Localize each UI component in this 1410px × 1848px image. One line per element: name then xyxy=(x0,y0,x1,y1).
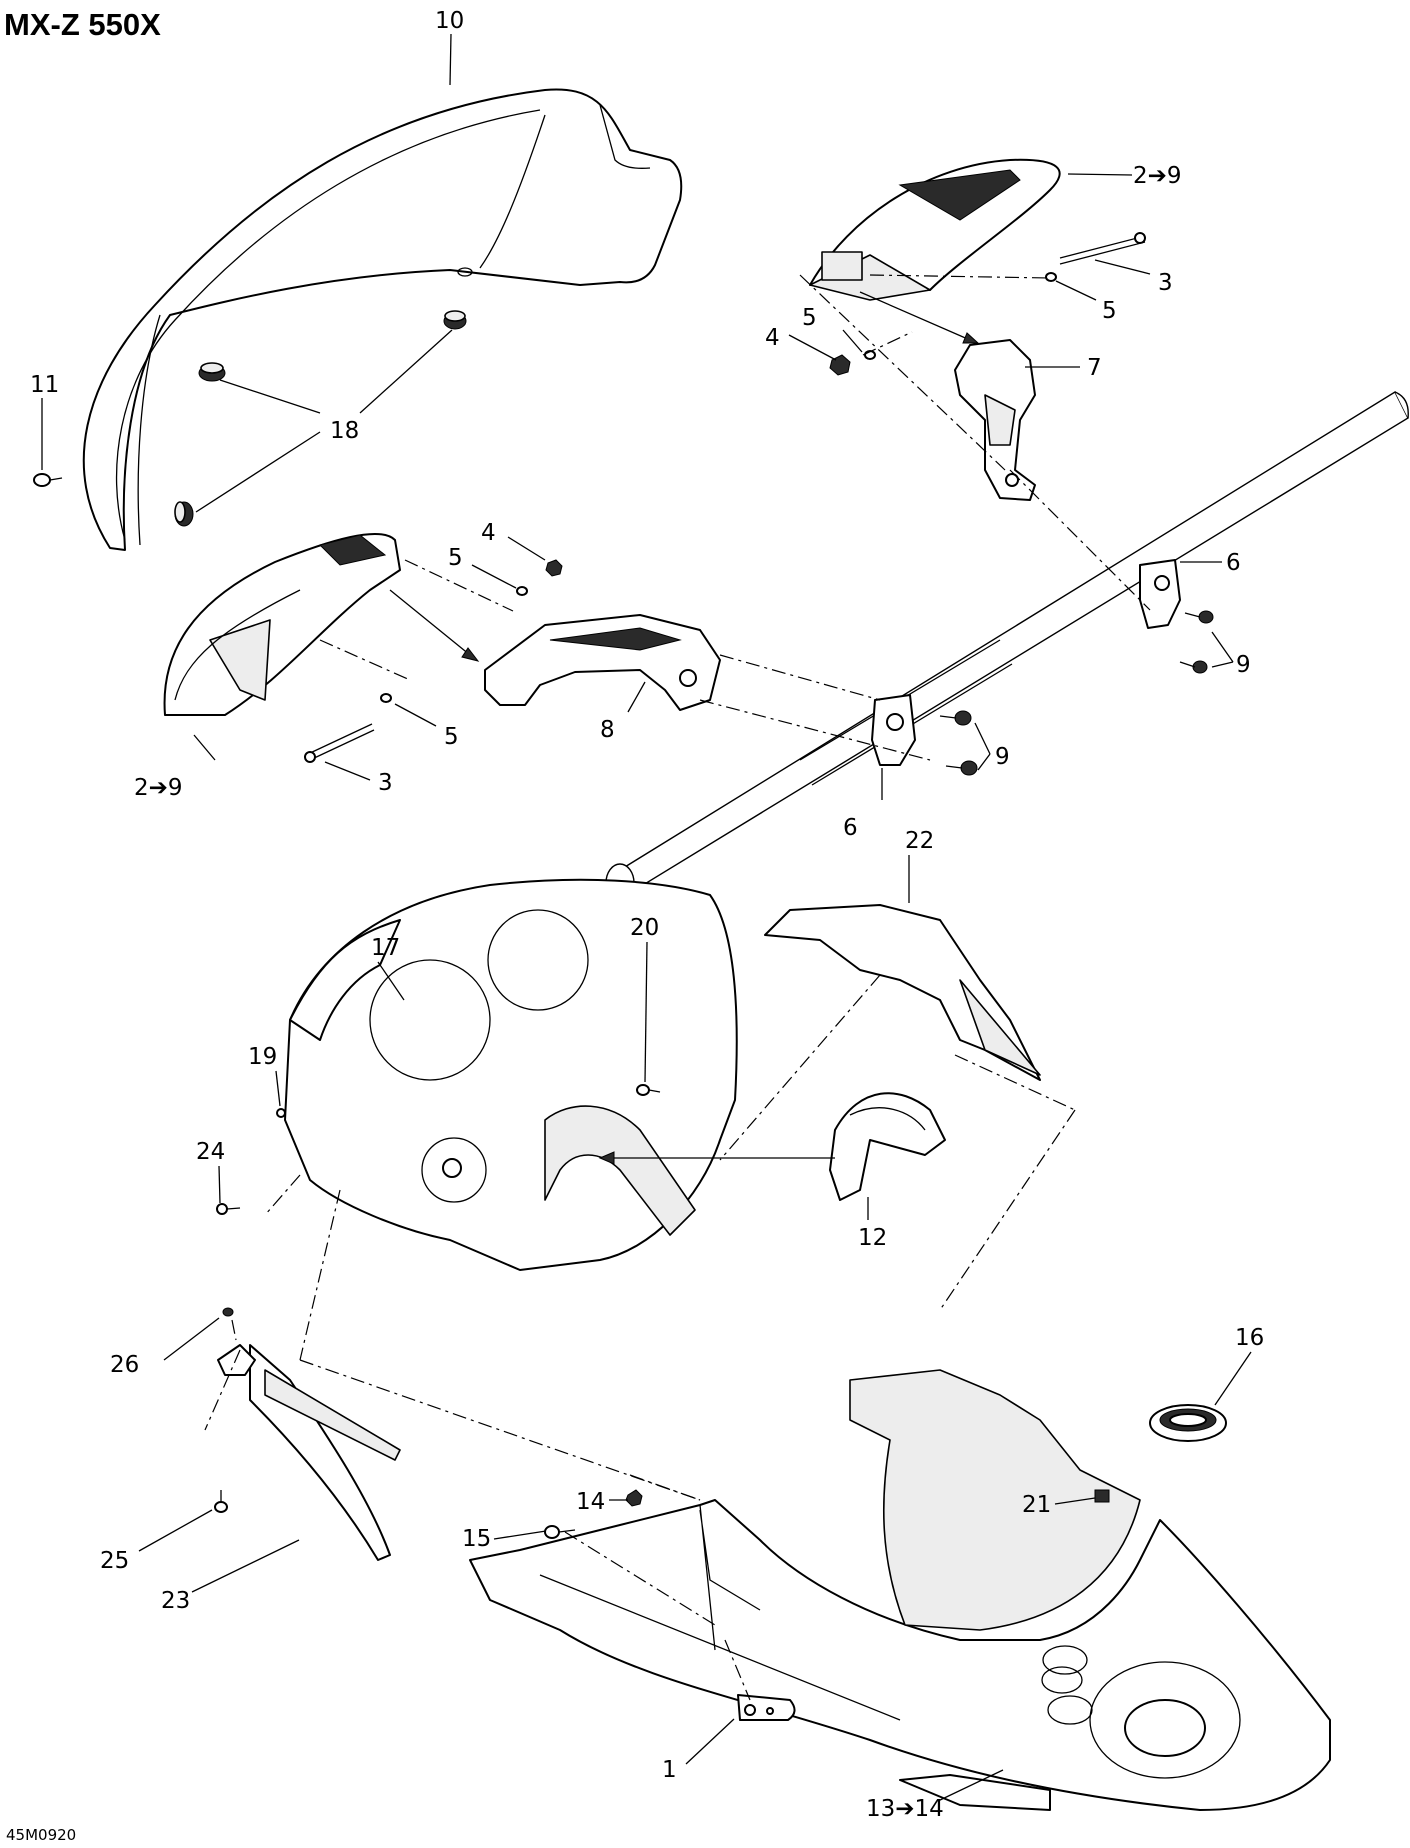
callout-22: 22 xyxy=(905,828,934,854)
callout-17: 17 xyxy=(371,935,400,961)
assembly-arrows xyxy=(389,291,980,1165)
diagram-title: MX-Z 550X xyxy=(4,7,161,42)
mirror-housing-left xyxy=(163,533,401,716)
callout-11: 11 xyxy=(30,372,59,398)
bolts-part-9-mid xyxy=(939,710,978,776)
bolt-part-3-top xyxy=(1059,232,1146,265)
cover-part-13 xyxy=(899,1774,1051,1811)
screw-part-25 xyxy=(214,1490,228,1513)
callout-9-right: 9 xyxy=(1236,652,1251,678)
grommet-part-18 xyxy=(174,310,467,527)
assembly-lines xyxy=(204,274,1151,1701)
callout-5-mid-bottom: 5 xyxy=(444,724,459,750)
callout-5-top-left: 5 xyxy=(802,305,817,331)
bracket-part-26 xyxy=(217,1344,256,1376)
callout-4-mid: 4 xyxy=(481,520,496,546)
nut-part-4-mid xyxy=(545,559,563,577)
callout-2to9-top: 2➔9 xyxy=(1133,163,1182,189)
drawing-code: 45M0920 xyxy=(6,1826,76,1844)
callout-9-mid: 9 xyxy=(995,744,1010,770)
callout-5-top-right: 5 xyxy=(1102,298,1117,324)
callout-13to14: 13➔14 xyxy=(866,1796,944,1822)
callout-1: 1 xyxy=(662,1757,677,1783)
callout-7: 7 xyxy=(1087,355,1102,381)
callouts: 10 2➔9 3 5 5 4 7 11 18 4 5 6 9 5 8 3 2➔9… xyxy=(30,8,1264,1822)
callout-16: 16 xyxy=(1235,1325,1264,1351)
cover-part-22 xyxy=(764,904,1041,1081)
callout-19: 19 xyxy=(248,1044,277,1070)
leader-lines xyxy=(41,33,1252,1802)
callout-25: 25 xyxy=(100,1548,129,1574)
washer-part-5-mid-top xyxy=(516,586,528,596)
nut-part-14 xyxy=(625,1489,643,1507)
clamp-part-6-mid xyxy=(871,694,916,766)
callout-4-top: 4 xyxy=(765,325,780,351)
callout-18: 18 xyxy=(330,418,359,444)
nut-part-16 xyxy=(1149,1404,1227,1442)
mirror-support-part-7 xyxy=(954,339,1036,501)
callout-14: 14 xyxy=(576,1489,605,1515)
callout-21: 21 xyxy=(1022,1492,1051,1518)
nut-part-26 xyxy=(222,1307,234,1317)
washer-part-5-mid-bottom xyxy=(380,693,392,703)
console-part-17 xyxy=(284,878,738,1271)
callout-6-mid: 6 xyxy=(843,815,858,841)
callout-5-mid-top: 5 xyxy=(448,545,463,571)
callout-23: 23 xyxy=(161,1588,190,1614)
screw-part-15 xyxy=(544,1525,576,1539)
screw-part-20 xyxy=(636,1084,661,1096)
callout-8: 8 xyxy=(600,717,615,743)
bolts-part-9-right xyxy=(1179,610,1214,674)
washer-part-5-top-right xyxy=(1045,272,1057,282)
bracket-part-1 xyxy=(737,1694,796,1721)
callout-12: 12 xyxy=(858,1225,887,1251)
callout-3-top: 3 xyxy=(1158,270,1173,296)
lower-console-body xyxy=(469,1369,1331,1811)
mirror-housing-right xyxy=(809,158,1061,301)
callout-3-mid: 3 xyxy=(378,770,393,796)
screw-part-19 xyxy=(276,1108,286,1118)
clamp-part-6-right xyxy=(1139,559,1181,629)
side-panel-part-23 xyxy=(249,1344,401,1561)
bolt-part-3-mid xyxy=(304,723,375,763)
callout-10: 10 xyxy=(435,8,464,34)
callout-26: 26 xyxy=(110,1352,139,1378)
callout-15: 15 xyxy=(462,1526,491,1552)
cover-part-12 xyxy=(829,1092,946,1201)
callout-6-right: 6 xyxy=(1226,550,1241,576)
callout-24: 24 xyxy=(196,1139,225,1165)
windshield-part-10 xyxy=(82,88,683,551)
console-rim xyxy=(289,919,401,1041)
screw-part-24 xyxy=(216,1203,241,1215)
callout-2to9-left: 2➔9 xyxy=(134,775,183,801)
mirror-support-part-8 xyxy=(484,614,721,711)
rivet-part-11 xyxy=(33,473,63,487)
clip-part-21 xyxy=(1094,1489,1110,1503)
callout-20: 20 xyxy=(630,915,659,941)
